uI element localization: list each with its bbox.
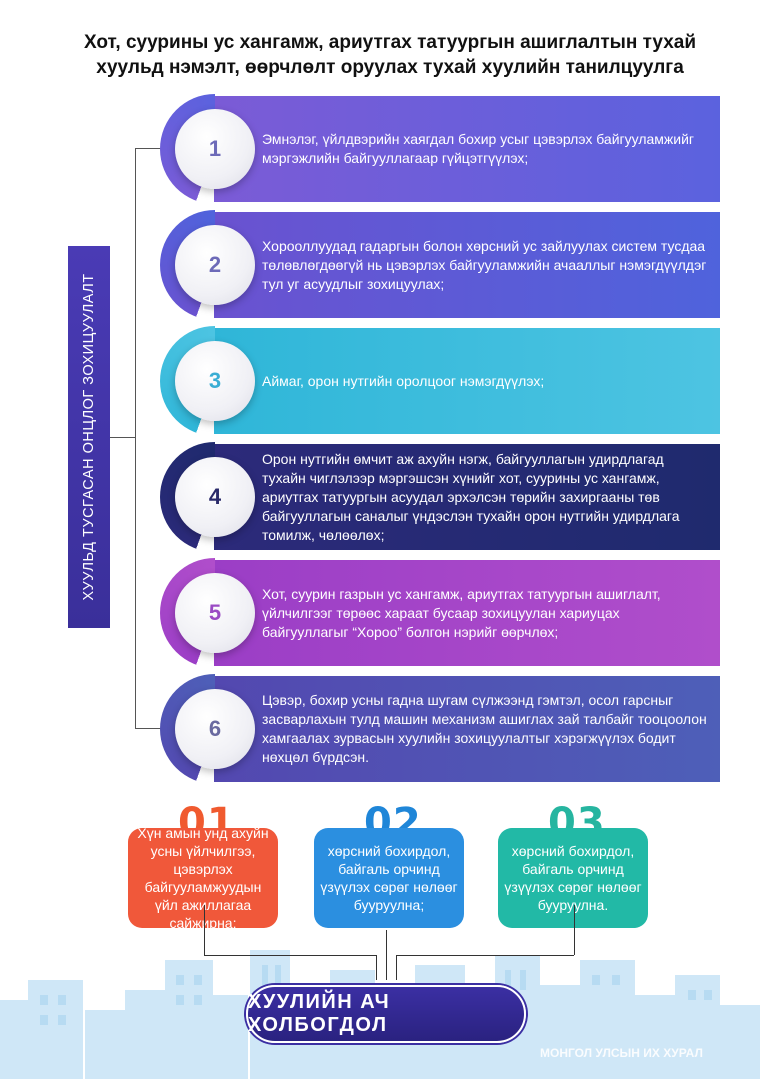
- badge-number: 2: [175, 225, 255, 305]
- badge-number: 4: [175, 457, 255, 537]
- feature-card-5: Хот, суурин газрын ус хангамж, ариутгах …: [214, 560, 720, 666]
- outcome-bubble-03: хөрсний бохирдол, байгаль орчинд үзүүлэх…: [498, 828, 648, 928]
- outcome-bubble-01: Хүн амын унд ахуйн усны үйлчилгээ, цэвэр…: [128, 825, 278, 931]
- connector-line: [396, 955, 574, 956]
- badge-number: 6: [175, 689, 255, 769]
- number-badge-1: 1: [160, 94, 270, 204]
- feature-text: Эмнэлэг, үйлдвэрийн хаягдал бохир усыг ц…: [262, 131, 695, 166]
- vertical-label-box: [68, 246, 110, 628]
- outcome-text: Хүн амын унд ахуйн усны үйлчилгээ, цэвэр…: [137, 825, 269, 931]
- feature-card-4: Орон нутгийн өмчит аж ахуйн нэгж, байгуу…: [214, 444, 720, 550]
- bracket-line: [135, 148, 165, 728]
- feature-text: Орон нутгийн өмчит аж ахуйн нэгж, байгуу…: [262, 450, 680, 543]
- page-title: Хот, суурины ус хангамж, ариутгах татуур…: [40, 30, 740, 80]
- outcome-text: хөрсний бохирдол, байгаль орчинд үзүүлэх…: [320, 843, 458, 913]
- feature-text: Цэвэр, бохир усны гадна шугам сүлжээнд г…: [262, 692, 707, 765]
- number-badge-2: 2: [160, 210, 270, 320]
- vertical-label: ХУУЛЬД ТУСГАСАН ОНЦЛОГ ЗОХИЦУУЛАЛТ: [81, 273, 97, 601]
- badge-number: 5: [175, 573, 255, 653]
- feature-text: Хорооллуудад гадаргын болон хөрсний ус з…: [262, 237, 707, 292]
- feature-text: Аймаг, орон нутгийн оролцоог нэмэгдүүлэх…: [262, 372, 545, 389]
- feature-card-2: Хорооллуудад гадаргын болон хөрсний ус з…: [214, 212, 720, 318]
- feature-card-3: Аймаг, орон нутгийн оролцоог нэмэгдүүлэх…: [214, 328, 720, 434]
- feature-card-6: Цэвэр, бохир усны гадна шугам сүлжээнд г…: [214, 676, 720, 782]
- connector-line: [386, 930, 387, 980]
- number-badge-5: 5: [160, 558, 270, 668]
- outcome-text: хөрсний бохирдол, байгаль орчинд үзүүлэх…: [504, 843, 642, 913]
- outcome-bubble-02: хөрсний бохирдол, байгаль орчинд үзүүлэх…: [314, 828, 464, 928]
- title-line-2: хуульд нэмэлт, өөрчлөлт оруулах тухай ху…: [96, 57, 684, 78]
- connector-line: [376, 955, 377, 980]
- connector-line: [574, 905, 575, 955]
- bracket-tick: [135, 148, 165, 149]
- main-title-button: ХУУЛИЙН АЧ ХОЛБОГДОЛ: [246, 985, 526, 1043]
- number-badge-4: 4: [160, 442, 270, 552]
- badge-number: 3: [175, 341, 255, 421]
- connector-line: [204, 955, 376, 956]
- title-line-1: Хот, суурины ус хангамж, ариутгах татуур…: [83, 32, 697, 53]
- bracket-connector: [110, 437, 135, 438]
- feature-text: Хот, суурин газрын ус хангамж, ариутгах …: [262, 585, 661, 640]
- connector-line: [204, 905, 205, 955]
- number-badge-6: 6: [160, 674, 270, 784]
- feature-card-1: Эмнэлэг, үйлдвэрийн хаягдал бохир усыг ц…: [214, 96, 720, 202]
- connector-line: [396, 955, 397, 980]
- bracket-tick: [135, 728, 165, 729]
- watermark: МОНГОЛ УЛСЫН ИХ ХУРАЛ: [540, 1046, 703, 1060]
- number-badge-3: 3: [160, 326, 270, 436]
- badge-number: 1: [175, 109, 255, 189]
